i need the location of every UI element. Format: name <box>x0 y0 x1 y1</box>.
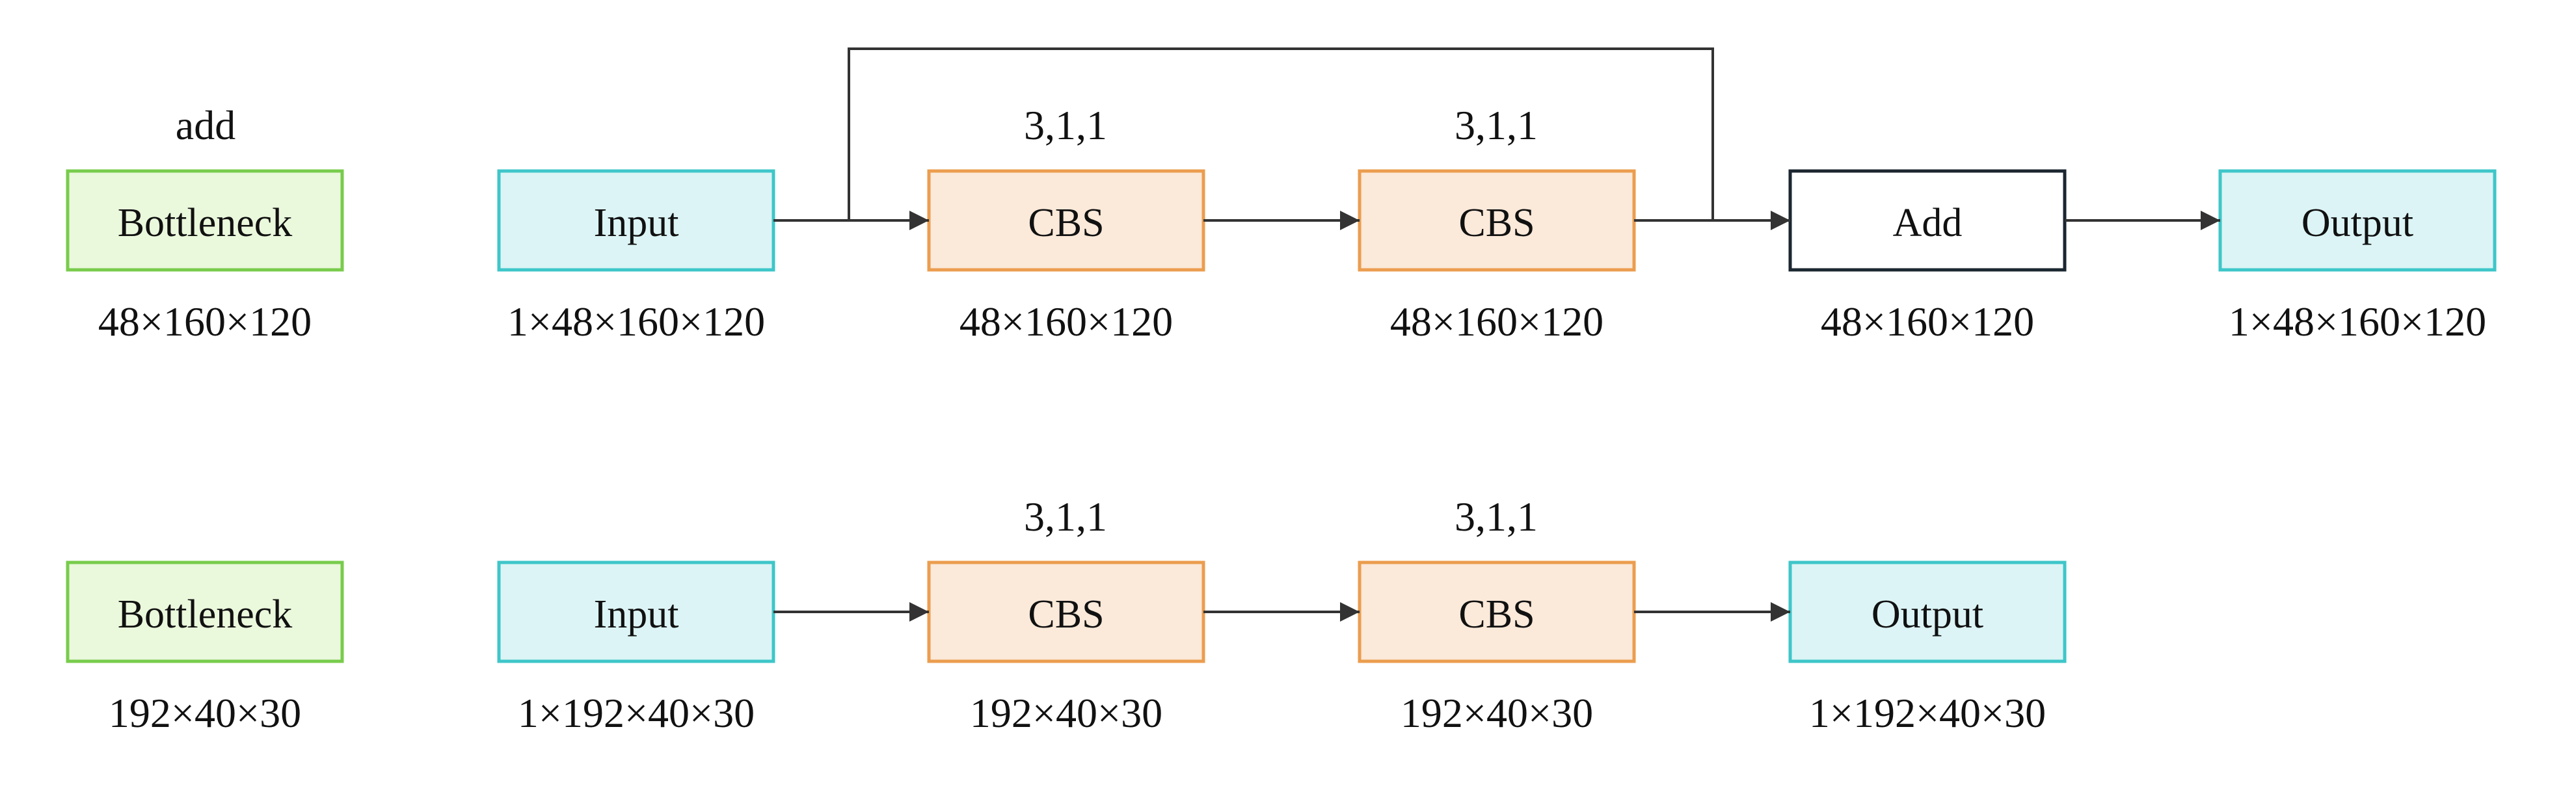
row1-input-label: Input <box>594 201 679 245</box>
row1-input-box <box>497 169 775 272</box>
row1-output-label: Output <box>2301 201 2413 245</box>
row1-cbs2-label: CBS <box>1458 201 1535 245</box>
row1-mode-label: add <box>176 102 235 148</box>
row1-cbs2-params: 3,1,1 <box>1455 102 1538 148</box>
row2-input-shape: 1×192×40×30 <box>518 690 755 736</box>
row1-add-box <box>1788 169 2067 272</box>
row1-skip-connection <box>848 47 1714 220</box>
row2-cbs2-label: CBS <box>1458 592 1535 637</box>
row2-output-box <box>1788 561 2067 663</box>
row2-cbs2-shape: 192×40×30 <box>1401 690 1593 736</box>
row2-bottleneck-shape: 192×40×30 <box>109 690 301 736</box>
row2-cbs1-params: 3,1,1 <box>1024 494 1107 540</box>
row2-cbs2-params: 3,1,1 <box>1455 494 1538 540</box>
row1-input-node: Input <box>497 169 775 272</box>
row2-cbs2-node: CBS <box>1358 561 1636 663</box>
row2-input-node: Input <box>497 561 775 663</box>
row2-output-label: Output <box>1872 592 1983 637</box>
row1-bottleneck-shape: 48×160×120 <box>98 298 312 345</box>
row2-bottleneck-node: Bottleneck <box>66 561 344 663</box>
row1-cbs2-shape: 48×160×120 <box>1390 298 1603 345</box>
row2-output-node: Output <box>1788 561 2067 663</box>
row1-add-node: Add <box>1788 169 2067 272</box>
row2-cbs1-label: CBS <box>1028 592 1104 637</box>
row1-bottleneck-node: Bottleneck <box>66 169 344 272</box>
row-1: add Bottleneck 48×160×120 Input 1×48×160… <box>66 47 2497 345</box>
row1-bottleneck-label: Bottleneck <box>118 201 293 245</box>
row-2: Bottleneck 192×40×30 Input 1×192×40×30 3… <box>66 494 2067 736</box>
row1-cbs1-params: 3,1,1 <box>1024 102 1107 148</box>
row2-cbs1-shape: 192×40×30 <box>970 690 1162 736</box>
row1-output-node: Output <box>2218 169 2497 272</box>
row1-cbs1-box <box>927 169 1205 272</box>
row1-add-shape: 48×160×120 <box>1821 298 2034 345</box>
row2-bottleneck-box <box>66 561 344 663</box>
row1-cbs2-node: CBS <box>1358 169 1636 272</box>
row2-bottleneck-label: Bottleneck <box>118 592 293 637</box>
row1-cbs1-node: CBS <box>927 169 1205 272</box>
row2-cbs1-box <box>927 561 1205 663</box>
row1-bottleneck-box <box>66 169 344 272</box>
row2-output-shape: 1×192×40×30 <box>1809 690 2046 736</box>
row1-output-shape: 1×48×160×120 <box>2229 298 2486 345</box>
row1-input-shape: 1×48×160×120 <box>507 298 765 345</box>
row1-cbs1-shape: 48×160×120 <box>959 298 1173 345</box>
row1-cbs1-label: CBS <box>1028 201 1104 245</box>
row2-cbs1-node: CBS <box>927 561 1205 663</box>
row1-add-label: Add <box>1893 201 1963 245</box>
row2-input-label: Input <box>594 592 679 637</box>
